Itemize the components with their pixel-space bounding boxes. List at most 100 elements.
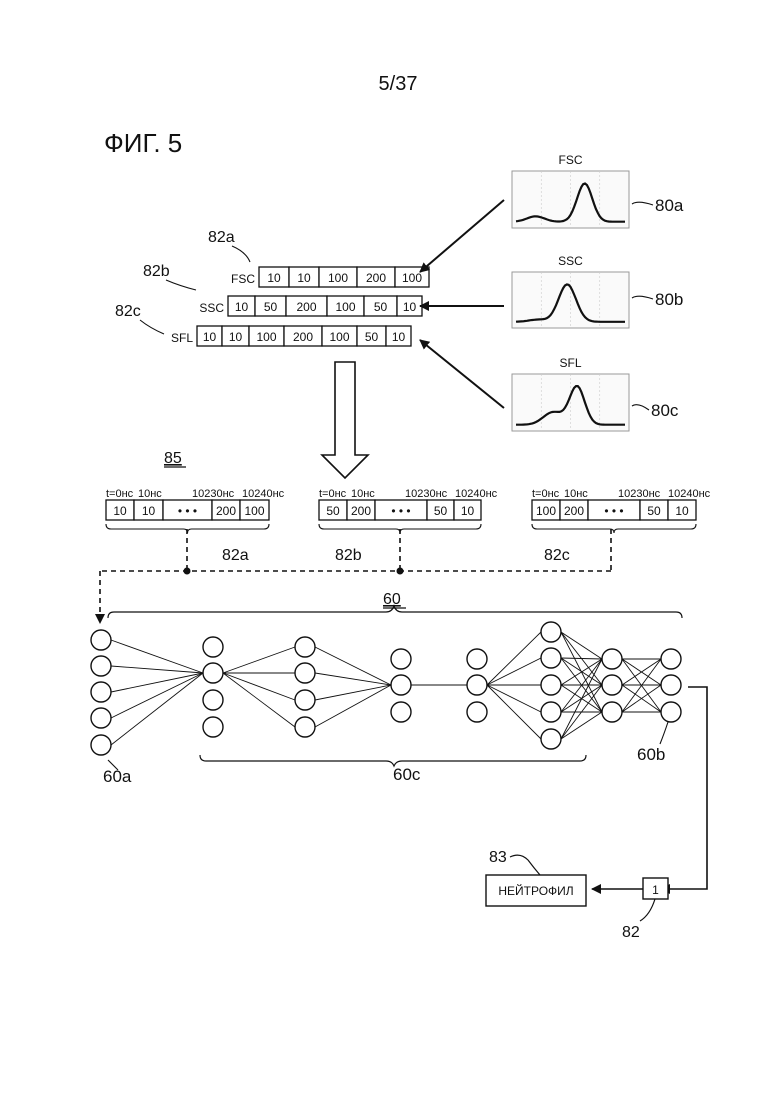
- cell-value: 10: [229, 330, 243, 344]
- network-layer-3: [295, 637, 315, 737]
- network-brace: [108, 606, 682, 618]
- sequence-cell-value: 50: [326, 504, 340, 518]
- cell-value: 100: [256, 330, 276, 344]
- neuron: [541, 729, 561, 749]
- cell-value: 200: [366, 271, 386, 285]
- cell-value: 10: [235, 300, 249, 314]
- waveform-fsc: FSC80a: [512, 153, 684, 228]
- time-label: 10240нс: [242, 488, 285, 500]
- neuron: [541, 648, 561, 668]
- result-value: 1: [652, 883, 659, 897]
- signal-ref: 82a: [208, 229, 235, 246]
- waveform-title: SSC: [558, 254, 583, 268]
- time-label: 10240нс: [455, 488, 498, 500]
- network-ref: 60: [383, 591, 401, 608]
- sequence-cell-value: 100: [536, 504, 556, 518]
- neuron: [295, 690, 315, 710]
- neuron: [91, 735, 111, 755]
- neuron: [203, 637, 223, 657]
- neuron: [391, 702, 411, 722]
- sequence-group: t=0нс 10нс 10230нс 10240нс 10 10 • • • 200 100 82…: [106, 488, 711, 564]
- neural-network: [91, 622, 681, 770]
- sequence-cell-value: • • •: [391, 504, 410, 518]
- signal-row-fsc: 82aFSC1010100200100: [208, 229, 429, 287]
- network-layer-8: [661, 649, 681, 722]
- sequence-group-ref: 85: [164, 450, 182, 467]
- sequence-block-82a: t=0нс10нс10230нс10240нс1010• • •20010082…: [106, 488, 285, 564]
- sequence-cell-value: 200: [216, 504, 236, 518]
- neuron: [541, 702, 561, 722]
- cell-value: 50: [374, 300, 388, 314]
- neuron: [203, 690, 223, 710]
- neuron: [661, 649, 681, 669]
- time-label: 10230нс: [405, 488, 448, 500]
- cell-value: 10: [392, 330, 406, 344]
- sequence-cell-value: • • •: [604, 504, 623, 518]
- neuron: [91, 682, 111, 702]
- cell-value: 100: [402, 271, 422, 285]
- cell-value: 10: [267, 271, 281, 285]
- sequence-cell-value: 50: [434, 504, 448, 518]
- signal-tables: 82aFSC101010020010082bSSC105020010050108…: [115, 229, 429, 346]
- waveform-sfl: SFL 80c: [512, 356, 679, 431]
- cell-value: 200: [296, 300, 316, 314]
- sequence-cell-value: 10: [113, 504, 127, 518]
- sequence-ref: 82b: [335, 547, 362, 564]
- waveform-ssc: SSC 80b: [512, 254, 683, 328]
- neuron: [541, 622, 561, 642]
- time-label: t=0нс: [106, 488, 134, 500]
- cell-value: 10: [403, 300, 417, 314]
- network-layer-7: [602, 649, 622, 722]
- cell-value: 100: [329, 330, 349, 344]
- time-label: 10нс: [138, 488, 162, 500]
- cell-value: 200: [293, 330, 313, 344]
- signal-name: SFL: [171, 331, 193, 345]
- time-label: 10нс: [351, 488, 375, 500]
- sequence-cell-value: 50: [647, 504, 661, 518]
- neuron: [602, 649, 622, 669]
- sequence-brace: [532, 524, 696, 533]
- output-layer-ref: 60b: [637, 745, 665, 764]
- network-layer-6: [541, 622, 561, 749]
- big-down-arrow: [322, 362, 368, 478]
- neuron: [467, 649, 487, 669]
- waveform-ref: 80b: [655, 290, 683, 309]
- signal-name: SSC: [199, 301, 224, 315]
- time-label: t=0нс: [532, 488, 560, 500]
- signal-ref: 82b: [143, 263, 170, 280]
- neuron: [391, 649, 411, 669]
- neuron: [295, 663, 315, 683]
- neuron: [391, 675, 411, 695]
- neuron: [661, 702, 681, 722]
- cell-value: 10: [297, 271, 311, 285]
- cell-value: 100: [328, 271, 348, 285]
- neuron: [602, 675, 622, 695]
- cell-value: 10: [203, 330, 217, 344]
- figure-label: ФИГ. 5: [104, 128, 182, 158]
- cell-value: 100: [335, 300, 355, 314]
- sequence-cell-value: 10: [461, 504, 475, 518]
- hidden-layers-ref: 60c: [393, 765, 421, 784]
- sequence-cell-value: 100: [244, 504, 264, 518]
- time-label: 10230нс: [192, 488, 235, 500]
- waveform-title: SFL: [559, 356, 581, 370]
- sequence-block-82b: t=0нс10нс10230нс10240нс50200• • •501082b: [319, 488, 498, 564]
- neuron: [295, 717, 315, 737]
- sequence-cell-value: 200: [351, 504, 371, 518]
- class-ref: 83: [489, 849, 507, 866]
- class-label: НЕЙТРОФИЛ: [498, 883, 573, 898]
- waveform-ref: 80c: [651, 401, 679, 420]
- neuron: [467, 675, 487, 695]
- sequence-ref: 82c: [544, 547, 570, 564]
- time-label: 10240нс: [668, 488, 711, 500]
- input-layer-ref: 60a: [103, 767, 132, 786]
- neuron: [467, 702, 487, 722]
- time-label: 10230нс: [618, 488, 661, 500]
- neuron: [661, 675, 681, 695]
- waveform-title: FSC: [559, 153, 583, 167]
- cell-value: 50: [264, 300, 278, 314]
- network-layer-5: [467, 649, 487, 722]
- sequence-block-82c: t=0нс10нс10230нс10240нс100200• • •501082…: [532, 488, 711, 564]
- time-label: 10нс: [564, 488, 588, 500]
